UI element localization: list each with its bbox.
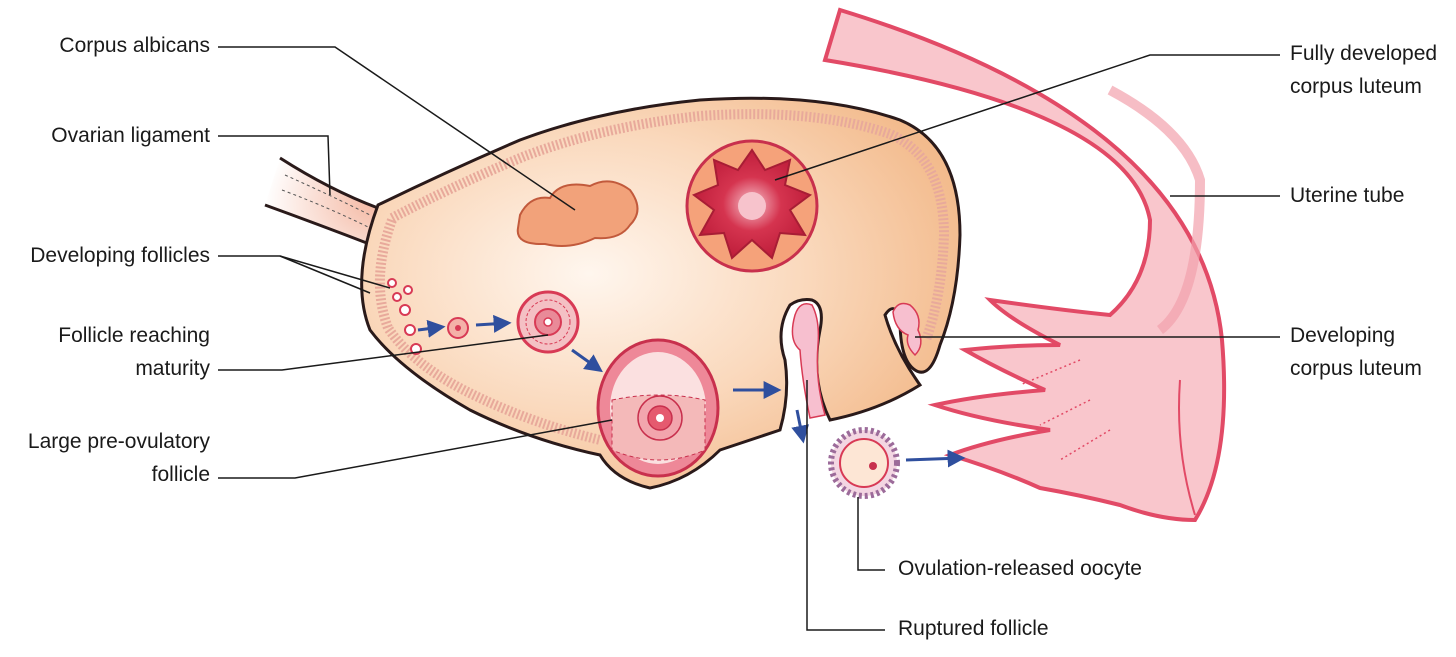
label-fully-developed-line1: Fully developed — [1290, 42, 1438, 65]
preovulatory-follicle — [596, 338, 720, 478]
label-ovarian-ligament: Ovarian ligament — [51, 124, 210, 147]
developing-follicles — [387, 278, 422, 355]
label-uterine-tube: Uterine tube — [1290, 184, 1405, 207]
label-developing-cl-line1: Developing — [1290, 324, 1396, 347]
label-fully-developed-corpus-luteum: Fully developed corpus luteum — [1290, 38, 1437, 103]
leader-lines — [218, 46, 1280, 631]
label-follicle-maturity: Follicle reaching maturity — [10, 320, 210, 385]
label-developing-follicles: Developing follicles — [30, 244, 210, 267]
label-follicle-maturity-line1: Follicle reaching — [58, 324, 210, 347]
label-developing-corpus-luteum: Developing corpus luteum — [1290, 320, 1422, 385]
label-ovulation-released-oocyte: Ovulation-released oocyte — [898, 557, 1142, 580]
label-ruptured-follicle: Ruptured follicle — [898, 617, 1049, 640]
maturation-arrows — [417, 314, 966, 468]
label-preovulatory-line1: Large pre-ovulatory — [27, 430, 210, 453]
label-developing-cl-line2: corpus luteum — [1290, 356, 1422, 380]
uterine-tube — [822, 7, 1227, 523]
fully-developed-corpus-luteum — [685, 139, 819, 273]
label-follicle-maturity-line2: maturity — [135, 356, 210, 380]
label-preovulatory-line2: follicle — [151, 462, 210, 486]
growing-follicle — [447, 317, 469, 339]
developing-corpus-luteum — [892, 302, 922, 357]
ovarian-ligament — [264, 156, 379, 247]
label-fully-developed-line2: corpus luteum — [1290, 74, 1422, 98]
ovulated-oocyte — [828, 427, 900, 499]
label-preovulatory-follicle: Large pre-ovulatory follicle — [0, 426, 210, 491]
maturing-follicle — [516, 290, 580, 354]
ruptured-follicle-lumen — [791, 303, 826, 419]
label-corpus-albicans: Corpus albicans — [59, 34, 210, 57]
